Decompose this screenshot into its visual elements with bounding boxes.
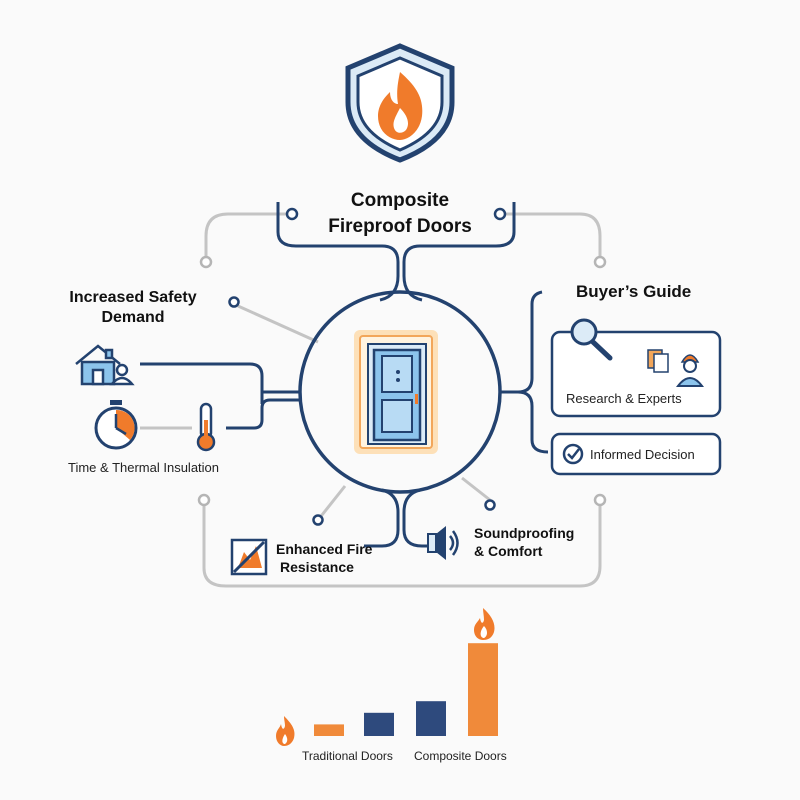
- safety-heading: Increased Safety Demand: [58, 288, 208, 328]
- bottom-connectors: [364, 488, 432, 548]
- chart-category-traditional: Traditional Doors: [302, 749, 393, 763]
- house-person-icon: [75, 344, 135, 386]
- center-title-line2: Fireproof Doors: [328, 216, 472, 237]
- buyers-guide-heading: Buyer’s Guide: [576, 282, 692, 301]
- chart-category-composite: Composite Doors: [414, 749, 507, 763]
- check-circle-icon: [562, 443, 584, 465]
- shield-fire-icon: [345, 43, 455, 163]
- research-card: [550, 330, 722, 418]
- thermometer-icon: [196, 402, 216, 452]
- magnifier-icon: [570, 318, 613, 361]
- chart-bar-1-0: [416, 701, 446, 736]
- soundproofing-label: Soundproofing & Comfort: [474, 524, 574, 560]
- top-flame-icon: [474, 608, 495, 640]
- fire-resistance-label: Enhanced Fire Resistance: [276, 540, 372, 576]
- stopwatch-icon: [94, 400, 138, 450]
- chart-bar-0-0: [314, 724, 344, 736]
- right-connectors: [500, 290, 549, 454]
- fire-resistance-icon: [230, 538, 268, 576]
- left-connectors: [140, 362, 300, 430]
- door-icon: [354, 330, 438, 454]
- speaker-icon: [427, 526, 459, 560]
- decision-label: Informed Decision: [590, 447, 695, 462]
- decision-card: [550, 432, 722, 476]
- safety-heading-line1: Increased Safety: [69, 289, 197, 306]
- time-insulation-label: Time & Thermal Insulation: [68, 460, 220, 475]
- center-title-line1: Composite: [350, 190, 450, 211]
- research-label: Research & Experts: [566, 391, 682, 406]
- fire-resistance-line2: Resistance: [280, 559, 354, 575]
- expert-icon: [675, 354, 705, 387]
- fire-resistance-line1: Enhanced Fire: [276, 541, 373, 557]
- chart-bar-0-1: [364, 712, 394, 736]
- title-bracket: [276, 202, 516, 302]
- center-title: Composite Fireproof Doors: [300, 188, 500, 240]
- bar-chart: [314, 643, 498, 736]
- small-dots: [228, 296, 496, 526]
- chart-bar-1-1: [468, 643, 498, 736]
- safety-heading-line2: Demand: [101, 309, 165, 326]
- gray-connectors: [140, 212, 602, 588]
- document-icon: [647, 349, 669, 373]
- gray-connector-dots: [197, 255, 607, 507]
- soundproofing-line1: Soundproofing: [474, 525, 575, 541]
- small-flame-icon: [276, 716, 295, 746]
- soundproofing-line2: & Comfort: [474, 543, 543, 559]
- title-dots: [285, 207, 507, 221]
